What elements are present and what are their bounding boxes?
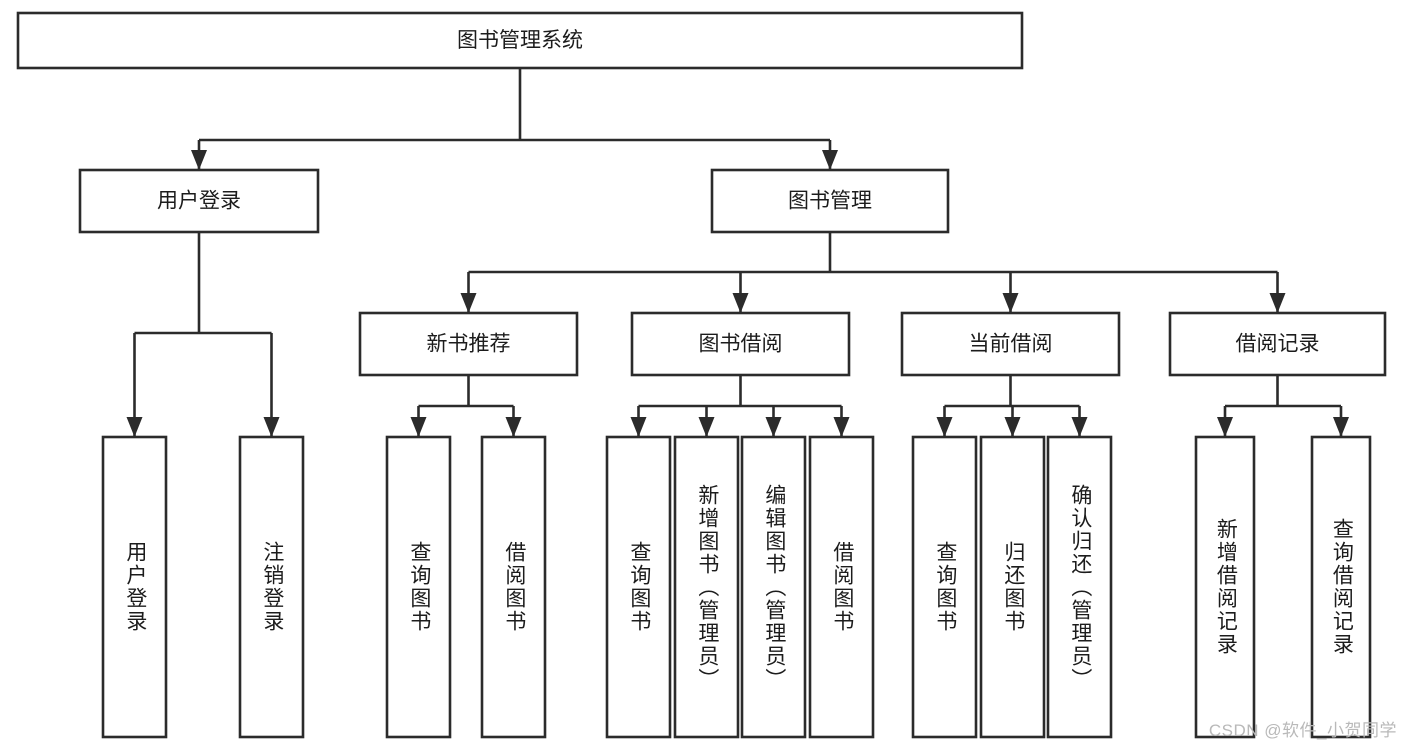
node-leaf-4[interactable] bbox=[605, 435, 672, 739]
node-leaf-3[interactable] bbox=[480, 435, 547, 739]
arrow-head-icon bbox=[833, 417, 850, 437]
node-l3-1[interactable] bbox=[630, 311, 851, 377]
node-leaf-6[interactable] bbox=[740, 435, 807, 739]
arrow-head-icon bbox=[126, 417, 143, 437]
node-leaf-11[interactable] bbox=[1194, 435, 1256, 739]
arrow-head-icon bbox=[1333, 417, 1349, 437]
node-leaf-9[interactable] bbox=[979, 435, 1046, 739]
node-leaf-1[interactable] bbox=[238, 435, 305, 739]
arrow-head-icon bbox=[936, 417, 953, 437]
arrow-head-icon bbox=[698, 417, 715, 437]
arrow-head-icon bbox=[1004, 417, 1021, 437]
node-l3-0[interactable] bbox=[358, 311, 579, 377]
node-l3-label-2: 当前借阅 bbox=[969, 333, 1053, 356]
node-leaf-2[interactable] bbox=[385, 435, 452, 739]
node-l3-label-3: 借阅记录 bbox=[1236, 333, 1320, 356]
connector-edges bbox=[126, 68, 1349, 437]
arrow-head-icon bbox=[263, 417, 280, 437]
arrow-head-icon bbox=[1217, 417, 1233, 437]
node-root-label: 图书管理系统 bbox=[457, 29, 583, 52]
node-leaf-7[interactable] bbox=[808, 435, 875, 739]
node-leaf-8[interactable] bbox=[911, 435, 978, 739]
node-l2-1[interactable] bbox=[710, 168, 950, 234]
node-leaf-5[interactable] bbox=[673, 435, 740, 739]
arrow-head-icon bbox=[410, 417, 427, 437]
arrow-head-icon bbox=[460, 293, 477, 313]
node-l3-label-0: 新书推荐 bbox=[427, 333, 511, 356]
arrow-head-icon bbox=[732, 293, 749, 313]
node-l3-label-1: 图书借阅 bbox=[699, 333, 783, 356]
node-boxes bbox=[16, 11, 1387, 739]
node-leaf-0[interactable] bbox=[101, 435, 168, 739]
node-l3-2[interactable] bbox=[900, 311, 1121, 377]
arrow-head-icon bbox=[822, 150, 838, 170]
arrow-head-icon bbox=[630, 417, 647, 437]
node-l2-0[interactable] bbox=[78, 168, 320, 234]
node-leaf-10[interactable] bbox=[1046, 435, 1113, 739]
arrow-head-icon bbox=[1002, 293, 1019, 313]
node-l3-3[interactable] bbox=[1168, 311, 1387, 377]
node-leaf-12[interactable] bbox=[1310, 435, 1372, 739]
arrow-head-icon bbox=[505, 417, 522, 437]
arrow-head-icon bbox=[765, 417, 782, 437]
arrow-head-icon bbox=[1071, 417, 1088, 437]
node-root[interactable] bbox=[16, 11, 1024, 70]
csdn-watermark: CSDN @软件_小贺同学 bbox=[1208, 721, 1397, 740]
arrow-head-icon bbox=[191, 150, 207, 170]
node-l2-label-1: 图书管理 bbox=[788, 190, 872, 213]
arrow-head-icon bbox=[1269, 293, 1286, 313]
node-l2-label-0: 用户登录 bbox=[157, 190, 241, 213]
